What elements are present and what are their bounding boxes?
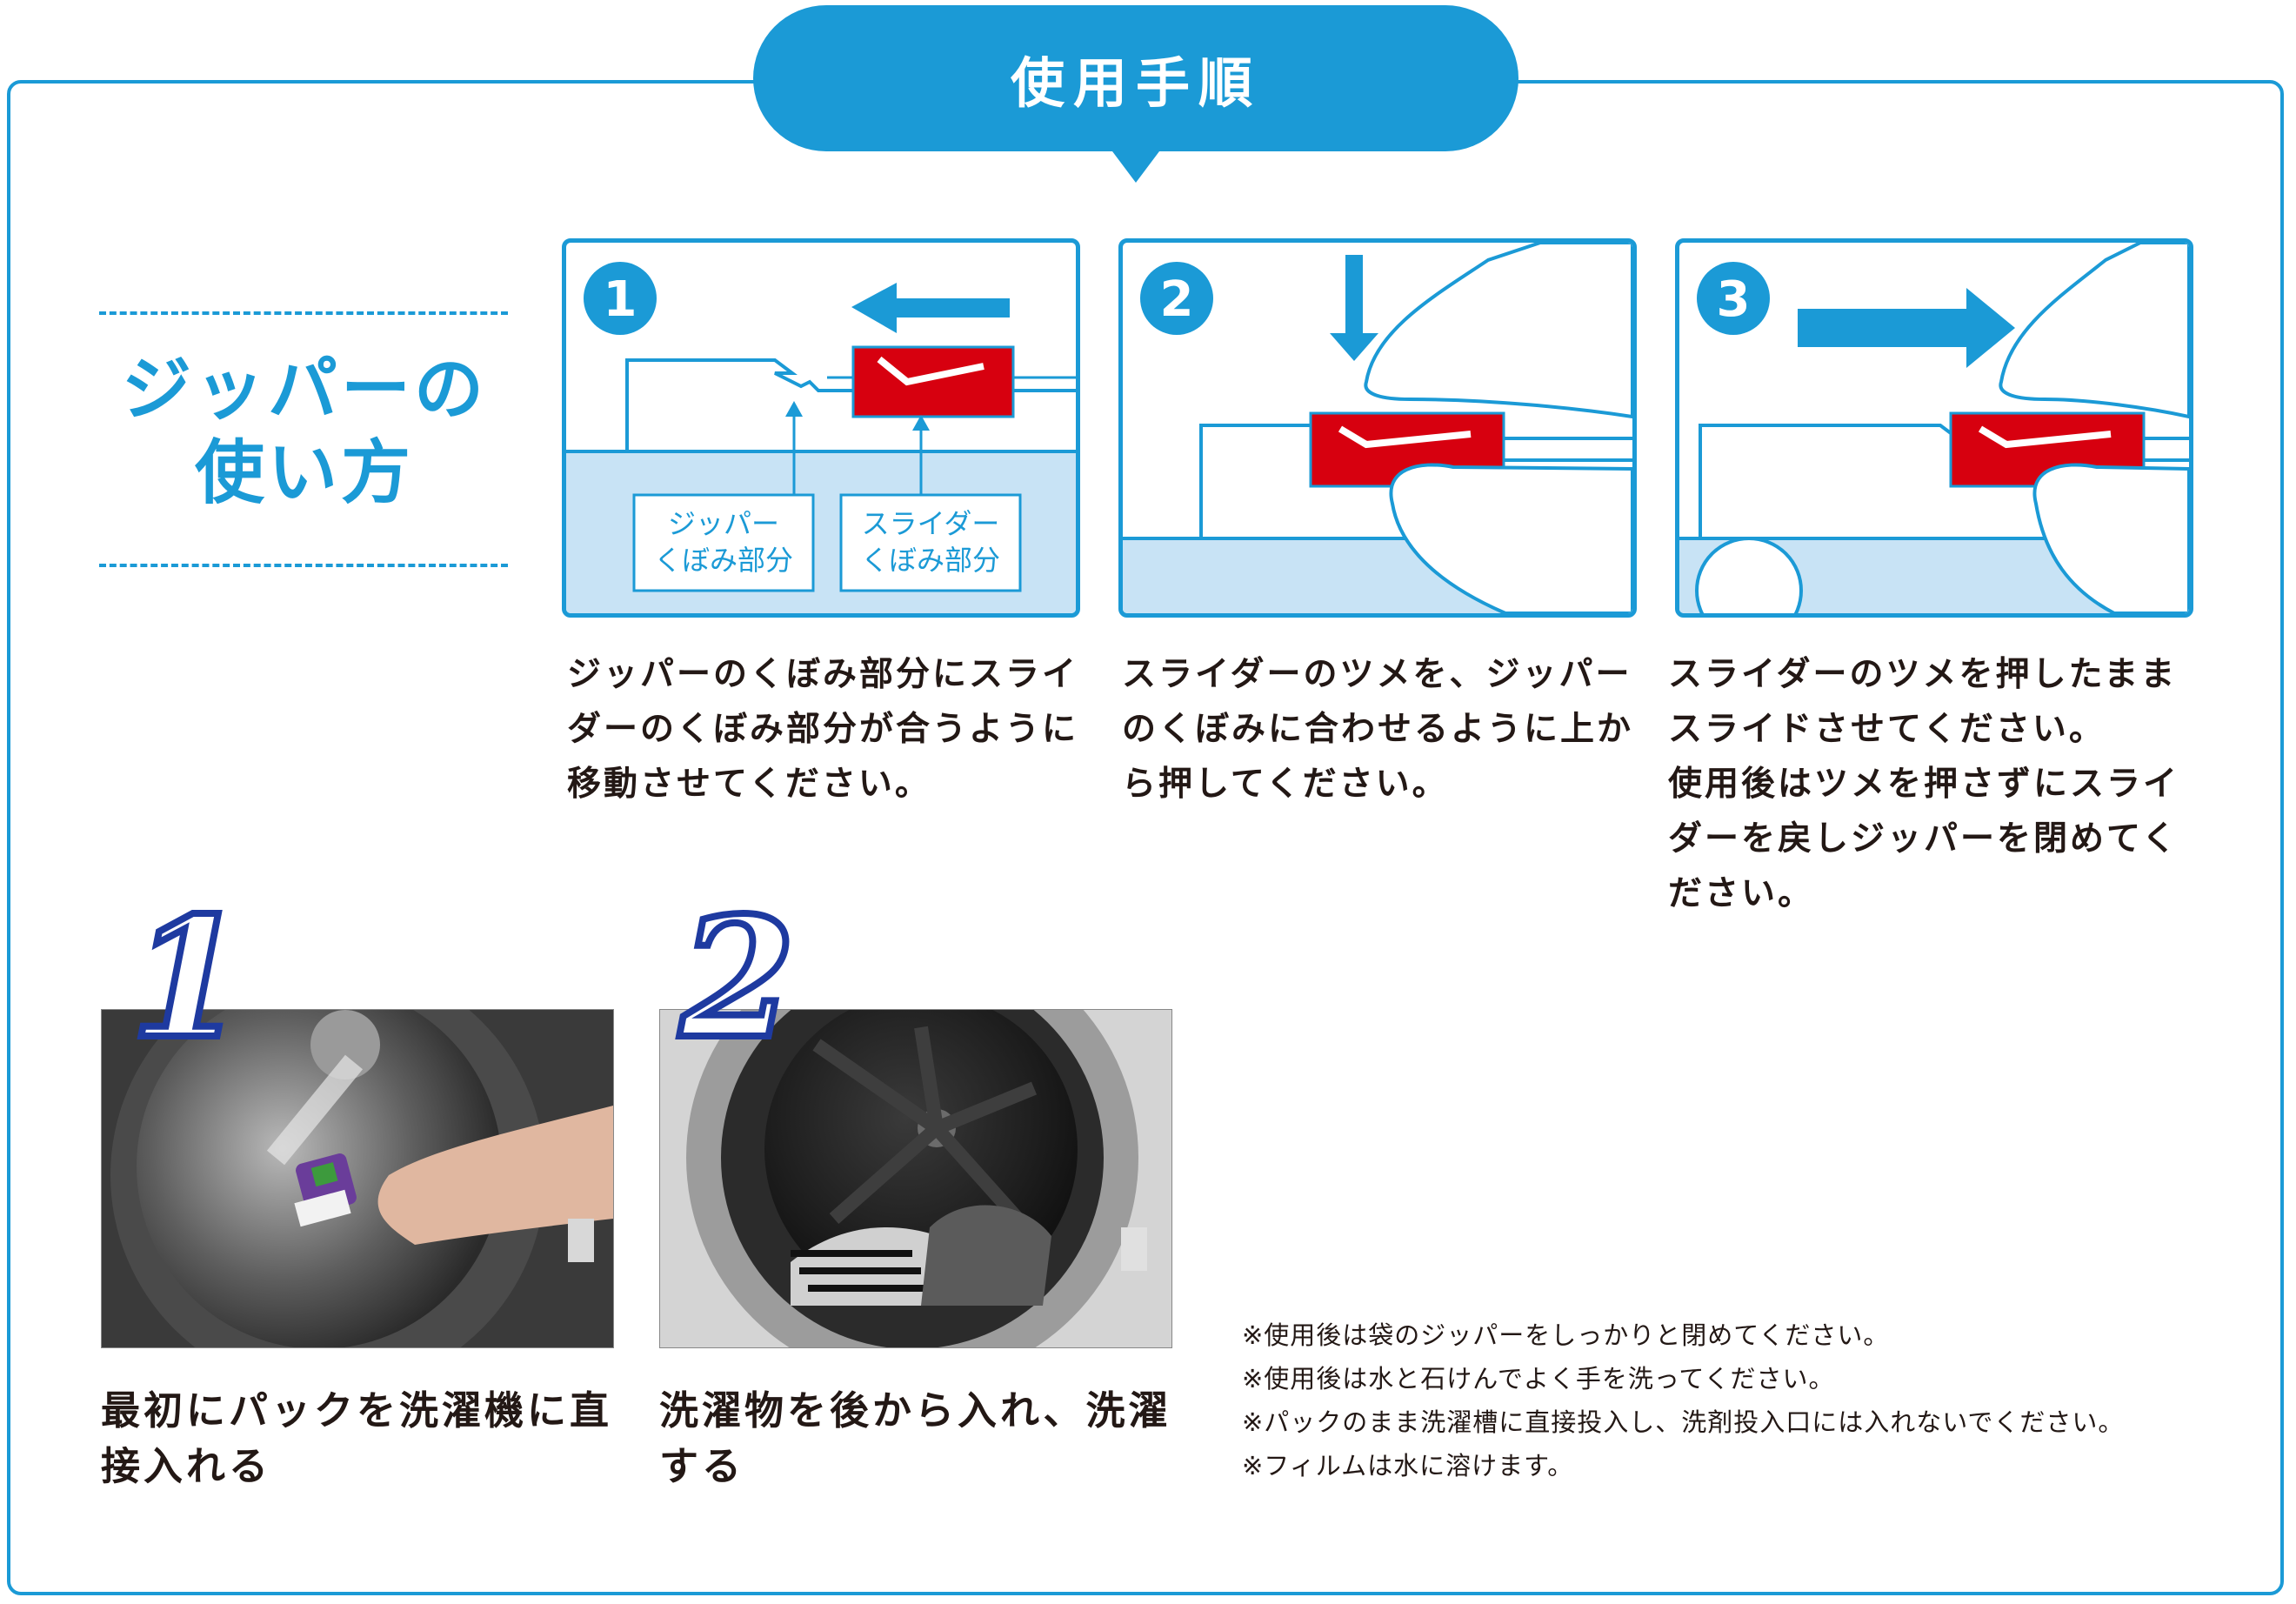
note-item: ※使用後は水と石けんでよく手を洗ってください。 [1242,1364,1835,1393]
thumb-bottom [2032,463,2189,613]
slider-part [851,345,1015,418]
divider-top [99,311,508,315]
step-2-illustration: 2 [1118,238,1637,618]
label-slider-line1: スライダー [862,507,1000,540]
pointer-arrow-slider [912,415,930,431]
step-2-number: 2 [1160,271,1194,328]
usage-1-caption: 最初にパックを洗濯機に直 接入れる [101,1387,613,1489]
finger-top [1364,243,1632,419]
usage-photo-2 [659,1009,1172,1348]
label-zipper-line2: くぼみ部分 [654,544,793,577]
usage-1-number: 1 [127,881,249,1075]
label-zipper-box [632,493,815,592]
label-zipper-line1: ジッパー [668,507,779,540]
usage-2-caption: 洗濯物を後から入れ、洗濯 する [659,1387,1171,1489]
label-slider-line2: くぼみ部分 [861,544,1000,577]
pointer-arrow-zipper [785,401,803,417]
arrow-left-icon [851,283,1010,333]
thumb-bottom [1389,463,1632,613]
step-1-number: 1 [604,271,637,328]
note-item: ※フィルムは水に溶けます。 [1242,1451,1574,1480]
header-banner: 使用手順 [753,5,1518,151]
usage-2-number: 2 [677,881,798,1075]
step-2-number-badge: 2 [1140,262,1213,335]
header-pointer [1110,148,1162,183]
label-slider-box [839,493,1022,592]
usage-photo-1 [101,1009,614,1348]
section-title: ジッパーの 使い方 [122,349,487,513]
step-3-number-badge: 3 [1697,262,1770,335]
step-3-illustration: 3 [1675,238,2193,618]
arrow-down-icon [1330,255,1378,361]
step-1-number-badge: 1 [584,262,657,335]
header-title: 使用手順 [1010,51,1261,115]
note-item: ※使用後は袋のジッパーをしっかりと閉めてください。 [1242,1320,1890,1350]
step-1-illustration: 1 ジッパー くぼみ部分 スライダー くぼみ部分 [562,238,1080,618]
step-2-text: スライダーのツメを、ジッパー のくぼみに合わせるように上か ら押してください。 [1122,655,1634,804]
notes: ※使用後は袋のジッパーをしっかりと閉めてください。 ※使用後は水と石けんでよく手… [1242,1313,2268,1487]
arrow-right-icon [1798,288,2015,368]
divider-bottom [99,564,508,567]
note-item: ※パックのまま洗濯槽に直接投入し、洗剤投入口には入れないでください。 [1242,1407,2125,1437]
finger-top [1999,243,2189,419]
step-3-number: 3 [1717,271,1751,328]
step-3-text: スライダーのツメを押したまま スライドさせてください。 使用後はツメを押さずにス… [1668,655,2180,913]
step-1-text: ジッパーのくぼみ部分にスライ ダーのくぼみ部分が合うように 移動させてください。 [567,655,1079,804]
